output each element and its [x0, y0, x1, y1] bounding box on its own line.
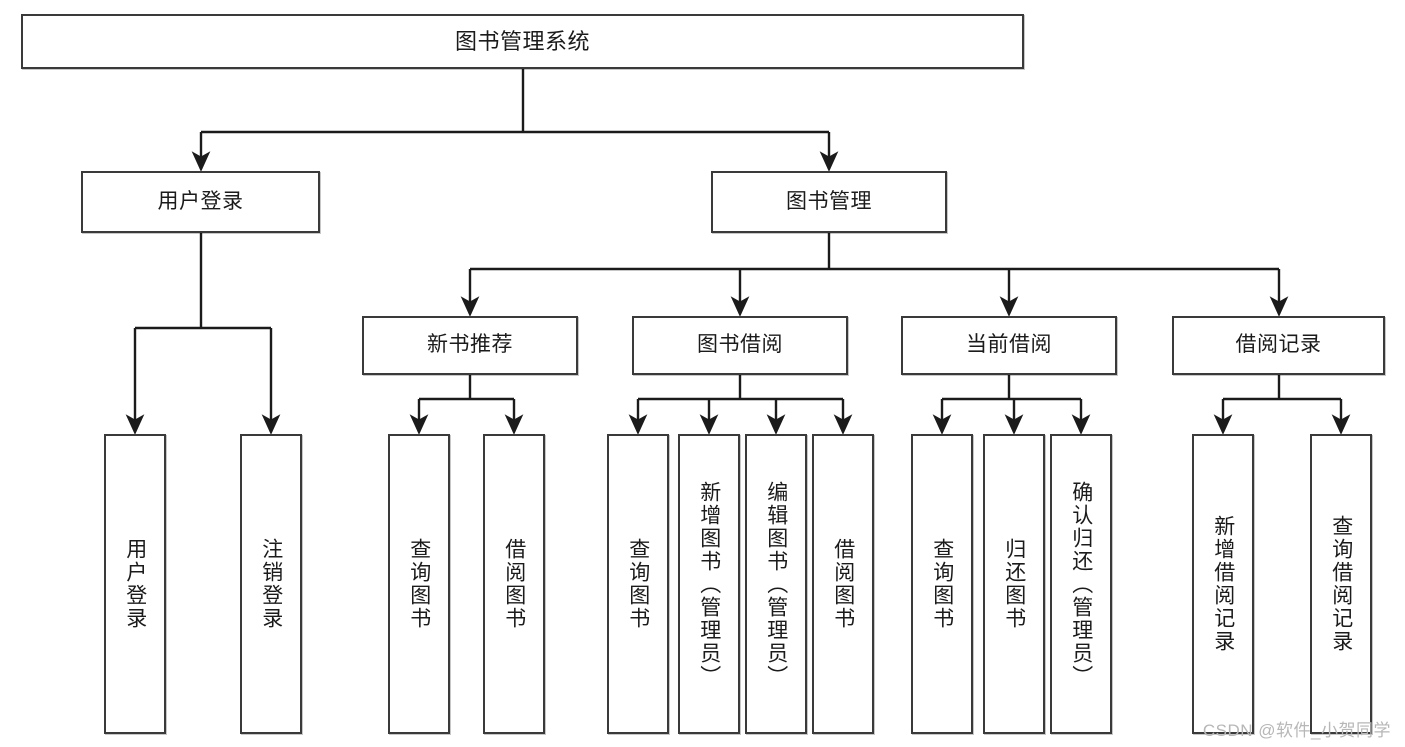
node-label: 新增借阅记录 [1211, 515, 1235, 653]
node-label: 新增图书（管理员） [697, 480, 721, 688]
node-leaf-user-login[interactable]: 用户登录 [104, 434, 166, 734]
node-label: 查询图书 [407, 538, 431, 630]
node-label: 借阅图书 [502, 538, 526, 630]
node-current-borrow[interactable]: 当前借阅 [901, 316, 1117, 375]
node-leaf-query-1[interactable]: 查询图书 [388, 434, 450, 734]
node-label: 借阅记录 [1235, 333, 1322, 357]
node-leaf-edit-book[interactable]: 编辑图书（管理员） [745, 434, 807, 734]
node-label: 图书借阅 [697, 333, 783, 357]
node-label: 注销登录 [259, 538, 283, 630]
node-leaf-query-3[interactable]: 查询图书 [911, 434, 973, 734]
node-label: 图书管理 [786, 189, 872, 213]
node-leaf-add-rec[interactable]: 新增借阅记录 [1192, 434, 1254, 734]
node-label: 查询借阅记录 [1329, 515, 1353, 653]
node-label: 图书管理系统 [454, 28, 590, 54]
node-book-manage[interactable]: 图书管理 [711, 171, 947, 233]
node-leaf-borrow-2[interactable]: 借阅图书 [812, 434, 874, 734]
node-leaf-confirm[interactable]: 确认归还（管理员） [1050, 434, 1112, 734]
node-leaf-logout[interactable]: 注销登录 [240, 434, 302, 734]
node-label: 查询图书 [930, 538, 954, 630]
node-label: 查询图书 [626, 538, 650, 630]
node-leaf-query-rec[interactable]: 查询借阅记录 [1310, 434, 1372, 734]
node-leaf-add-book[interactable]: 新增图书（管理员） [678, 434, 740, 734]
node-label: 归还图书 [1002, 538, 1026, 630]
node-label: 借阅图书 [831, 538, 855, 630]
node-label: 确认归还（管理员） [1069, 480, 1093, 688]
node-label: 当前借阅 [966, 333, 1052, 357]
node-leaf-query-2[interactable]: 查询图书 [607, 434, 669, 734]
node-leaf-return[interactable]: 归还图书 [983, 434, 1045, 734]
node-book-borrow[interactable]: 图书借阅 [632, 316, 848, 375]
node-root[interactable]: 图书管理系统 [21, 14, 1024, 69]
node-borrow-record[interactable]: 借阅记录 [1172, 316, 1385, 375]
node-label: 用户登录 [157, 189, 244, 213]
node-leaf-borrow-1[interactable]: 借阅图书 [483, 434, 545, 734]
watermark-text: CSDN @软件_小贺同学 [1202, 721, 1391, 740]
node-new-book-rec[interactable]: 新书推荐 [362, 316, 578, 375]
node-label: 编辑图书（管理员） [764, 480, 788, 688]
node-label: 新书推荐 [427, 333, 513, 357]
node-label: 用户登录 [123, 538, 147, 630]
node-user-login[interactable]: 用户登录 [81, 171, 320, 233]
